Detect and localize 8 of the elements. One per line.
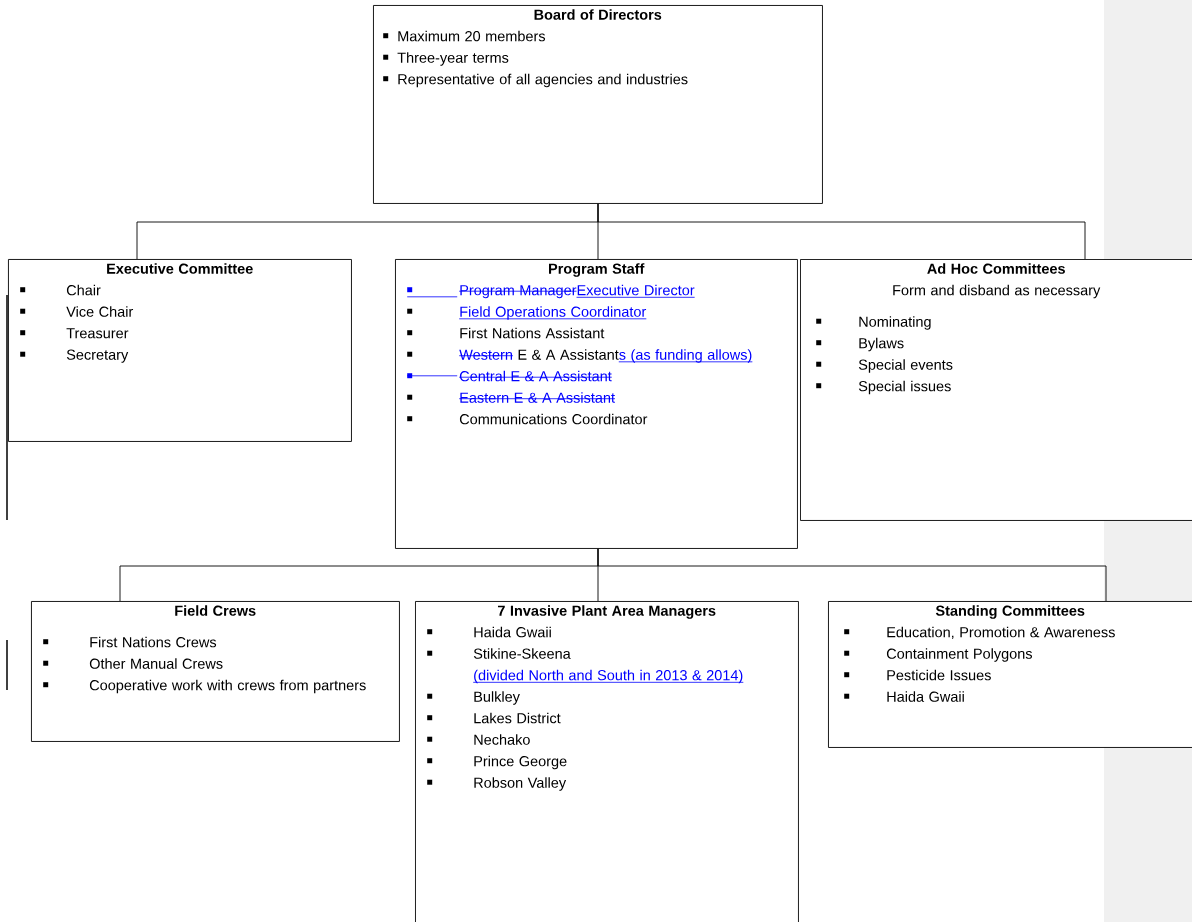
connector xyxy=(597,548,1107,602)
org-box: Board of Directors Maximum 20 members Three-year terms Representative of all agencies and industries xyxy=(373,5,823,204)
org-box: Standing Committees Education, Promotion & Awareness Containment Polygons Pesticide Issues Haida Gwaii xyxy=(828,601,1192,748)
org-box: Field Crews First Nations Crews Other Manual Crews Cooperative work with crews from partners xyxy=(31,601,400,742)
org-box: Ad Hoc Committees Form and disband as necessary Nominating Bylaws Special events Special issues xyxy=(800,259,1192,521)
org-box: Executive Committee Chair Vice Chair Treasurer Secretary xyxy=(8,259,352,442)
connector xyxy=(597,203,1086,260)
org-box: 7 Invasive Plant Area Managers Haida Gwaii Stikine-Skeena (divided North and South in 2013 & 2014) Bulkley Lakes District Nechako Prince George Robson Valley xyxy=(415,601,799,922)
